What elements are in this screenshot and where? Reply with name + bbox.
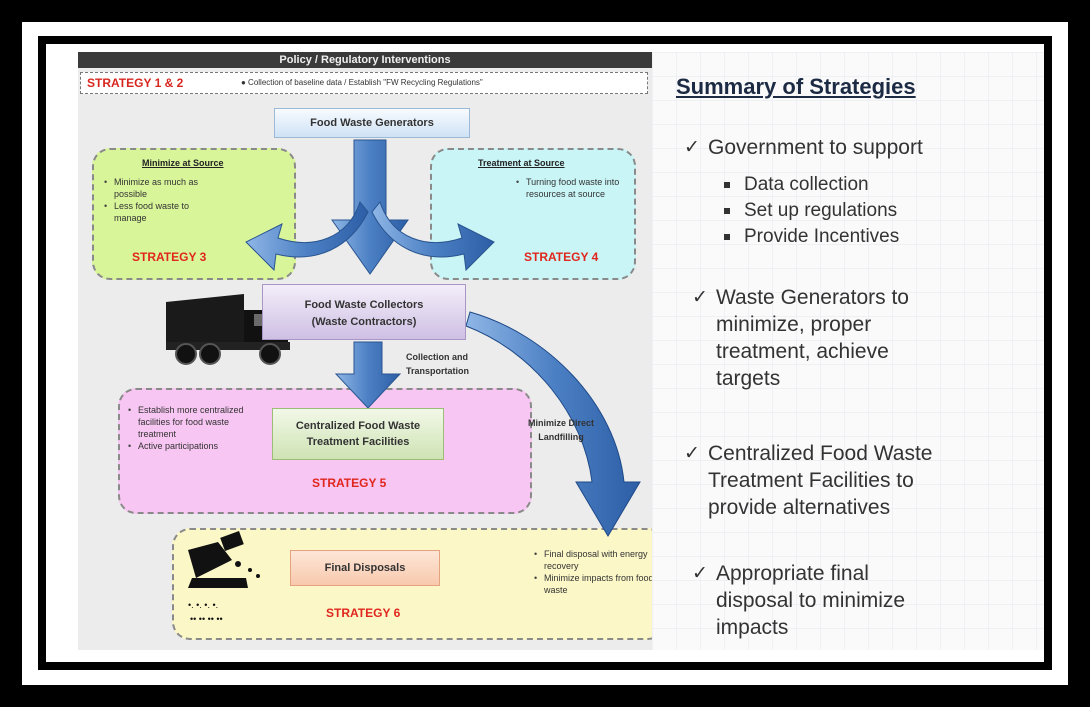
collection-label-line-1: Collection and <box>406 352 469 362</box>
list-item: Minimize impacts from food waste <box>534 572 658 596</box>
subitem-text: Provide Incentives <box>744 226 900 247</box>
summary-subitem: Set up regulations <box>724 198 898 224</box>
summary-line: Waste Generators to <box>716 286 909 309</box>
summary-line: minimize, proper <box>716 313 872 336</box>
summary-line: impacts <box>716 616 789 639</box>
strategy-4-label: STRATEGY 4 <box>524 250 599 264</box>
strategy-5-label: STRATEGY 5 <box>312 476 387 490</box>
summary-line: Government to support <box>708 136 923 159</box>
summary-item-final-disposal: ✓ Appropriate final disposal to minimize… <box>692 560 906 641</box>
summary-line: Treatment Facilities to <box>708 469 914 492</box>
landfill-label-line-1: Minimize Direct <box>528 418 595 428</box>
minimize-at-source-panel: Minimize at Source Minimize as much as p… <box>92 148 296 280</box>
collection-label-line-2: Transportation <box>406 366 470 376</box>
central-line-1: Centralized Food Waste <box>295 420 421 432</box>
summary-title: Summary of Strategies <box>676 74 916 99</box>
strategy-1-2-description: ● Collection of baseline data / Establis… <box>241 78 483 87</box>
policy-header: Policy / Regulatory Interventions <box>78 52 652 68</box>
food-waste-generators-box: Food Waste Generators <box>274 108 470 138</box>
summary-line: disposal to minimize <box>716 589 906 612</box>
check-icon: ✓ <box>692 563 708 584</box>
strategy-diagram: Policy / Regulatory Interventions STRATE… <box>78 52 666 650</box>
food-waste-collectors-box: Food Waste Collectors (Waste Contractors… <box>262 284 466 340</box>
strategy-1-2-bar: STRATEGY 1 & 2 ● Collection of baseline … <box>80 72 648 94</box>
check-icon: ✓ <box>684 137 700 158</box>
collectors-line-2: (Waste Contractors) <box>311 316 417 328</box>
curved-arrow-icon <box>465 311 641 537</box>
list-item: Turning food waste into resources at sou… <box>516 176 626 200</box>
curved-arrow-icon <box>245 200 369 272</box>
summary-item-centralized: ✓ Centralized Food Waste Treatment Facil… <box>684 440 933 521</box>
list-item: Active participations <box>128 440 246 452</box>
summary-line: Centralized Food Waste <box>708 442 933 465</box>
summary-panel: Summary of Strategies ✓ Government to su… <box>652 52 1044 650</box>
collection-transportation-label: Collection and Transportation <box>406 350 469 378</box>
collectors-line-1: Food Waste Collectors <box>304 299 424 311</box>
summary-subitem: Provide Incentives <box>724 224 900 250</box>
final-bullets: Final disposal with energy recovery Mini… <box>534 548 658 596</box>
minimize-landfilling-label: Minimize Direct Landfilling <box>528 416 594 444</box>
summary-line: treatment, achieve <box>716 340 889 363</box>
minimize-title: Minimize at Source <box>142 158 224 168</box>
summary-item-government: ✓ Government to support <box>684 134 923 161</box>
subitem-text: Set up regulations <box>744 200 898 221</box>
centralized-facilities-box: Centralized Food Waste Treatment Facilit… <box>272 408 444 460</box>
svg-text:•. •. •. •.: •. •. •. •. <box>188 600 218 610</box>
bullet-square-icon <box>724 208 730 214</box>
central-bullets: Establish more centralized facilities fo… <box>128 404 246 452</box>
garbage-pile-icon: •. •. •. •. •• •• •• •• <box>188 531 260 624</box>
minimize-bullets: Minimize as much as possible Less food w… <box>104 176 214 224</box>
treatment-bullets: Turning food waste into resources at sou… <box>516 176 626 200</box>
summary-line: provide alternatives <box>708 496 891 519</box>
summary-line: targets <box>716 367 781 390</box>
bullet-square-icon <box>724 234 730 240</box>
strategy-6-label: STRATEGY 6 <box>326 606 401 620</box>
slide-canvas: Policy / Regulatory Interventions STRATE… <box>46 44 1044 662</box>
list-item: Less food waste to manage <box>104 200 214 224</box>
strategy-3-label: STRATEGY 3 <box>132 250 207 264</box>
final-disposals-box: Final Disposals <box>290 550 440 586</box>
summary-item-generators: ✓ Waste Generators to minimize, proper t… <box>692 284 909 392</box>
list-item: Final disposal with energy recovery <box>534 548 658 572</box>
check-icon: ✓ <box>692 287 708 308</box>
down-arrow-icon <box>331 139 409 275</box>
central-line-2: Treatment Facilities <box>306 436 410 448</box>
down-arrow-icon <box>334 341 402 409</box>
list-item: Minimize as much as possible <box>104 176 214 200</box>
treatment-title: Treatment at Source <box>478 158 565 168</box>
bullet-square-icon <box>724 182 730 188</box>
summary-subitem: Data collection <box>724 172 869 198</box>
check-icon: ✓ <box>684 443 700 464</box>
summary-line: Appropriate final <box>716 562 869 585</box>
curved-arrow-icon <box>371 200 495 272</box>
subitem-text: Data collection <box>744 174 869 195</box>
strategy-1-2-label: STRATEGY 1 & 2 <box>87 76 184 90</box>
list-item: Establish more centralized facilities fo… <box>128 404 246 440</box>
landfill-label-line-2: Landfilling <box>538 432 584 442</box>
svg-text:•• •• •• ••: •• •• •• •• <box>190 614 223 624</box>
